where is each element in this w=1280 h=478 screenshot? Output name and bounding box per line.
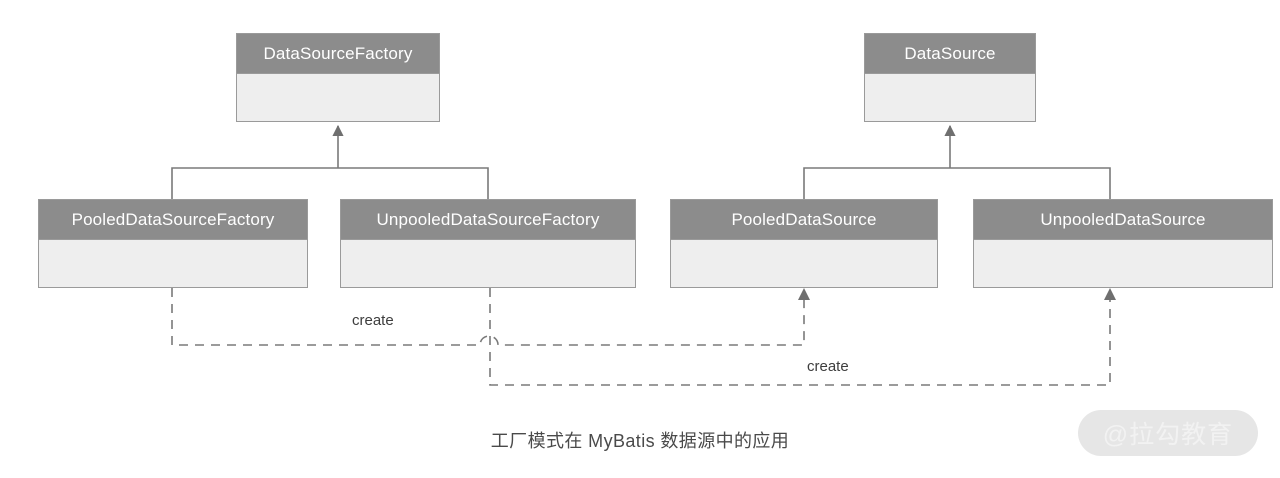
- class-members-datasource: [865, 74, 1035, 121]
- class-name-unpooleddatasource: UnpooledDataSource: [974, 200, 1272, 240]
- class-name-pooleddatasourcefactory: PooledDataSourceFactory: [39, 200, 307, 240]
- class-name-pooleddatasource: PooledDataSource: [671, 200, 937, 240]
- class-name-datasource: DataSource: [865, 34, 1035, 74]
- edge-create-unpooled: [489, 288, 1111, 386]
- edge-create-pooled: [171, 288, 805, 346]
- class-name-unpooleddatasourcefactory: UnpooledDataSourceFactory: [341, 200, 635, 240]
- arrowhead-unpooled-datasource: [1104, 288, 1116, 300]
- diagram-caption: 工厂模式在 MyBatis 数据源中的应用: [490, 431, 790, 451]
- edge-label-create-left: create: [352, 312, 394, 329]
- dependency-edges: [171, 288, 1111, 386]
- class-name-datasourcefactory: DataSourceFactory: [237, 34, 439, 74]
- edge-pooled-factory-to-datasourcefactory: [171, 167, 338, 199]
- class-members-pooleddatasourcefactory: [39, 240, 307, 287]
- generalization-edges: [171, 124, 1111, 199]
- class-box-unpooleddatasourcefactory[interactable]: UnpooledDataSourceFactory: [340, 199, 636, 288]
- edge-unpooled-datasource-to-datasource: [950, 167, 1111, 199]
- class-members-pooleddatasource: [671, 240, 937, 287]
- class-box-datasourcefactory[interactable]: DataSourceFactory: [236, 33, 440, 122]
- edge-pooled-datasource-to-datasource: [803, 167, 950, 199]
- dependency-arrowheads: [798, 288, 1116, 300]
- class-box-datasource[interactable]: DataSource: [864, 33, 1036, 122]
- watermark-text: @拉勾教育: [1102, 421, 1234, 449]
- edge-label-create-right: create: [807, 358, 849, 375]
- arrowhead-pooled-datasource: [798, 288, 810, 300]
- class-box-pooleddatasource[interactable]: PooledDataSource: [670, 199, 938, 288]
- class-members-unpooleddatasourcefactory: [341, 240, 635, 287]
- class-box-pooleddatasourcefactory[interactable]: PooledDataSourceFactory: [38, 199, 308, 288]
- watermark-badge: @拉勾教育: [1078, 410, 1258, 456]
- class-members-unpooleddatasource: [974, 240, 1272, 287]
- class-box-unpooleddatasource[interactable]: UnpooledDataSource: [973, 199, 1273, 288]
- class-members-datasourcefactory: [237, 74, 439, 121]
- edge-unpooled-factory-to-datasourcefactory: [338, 167, 489, 199]
